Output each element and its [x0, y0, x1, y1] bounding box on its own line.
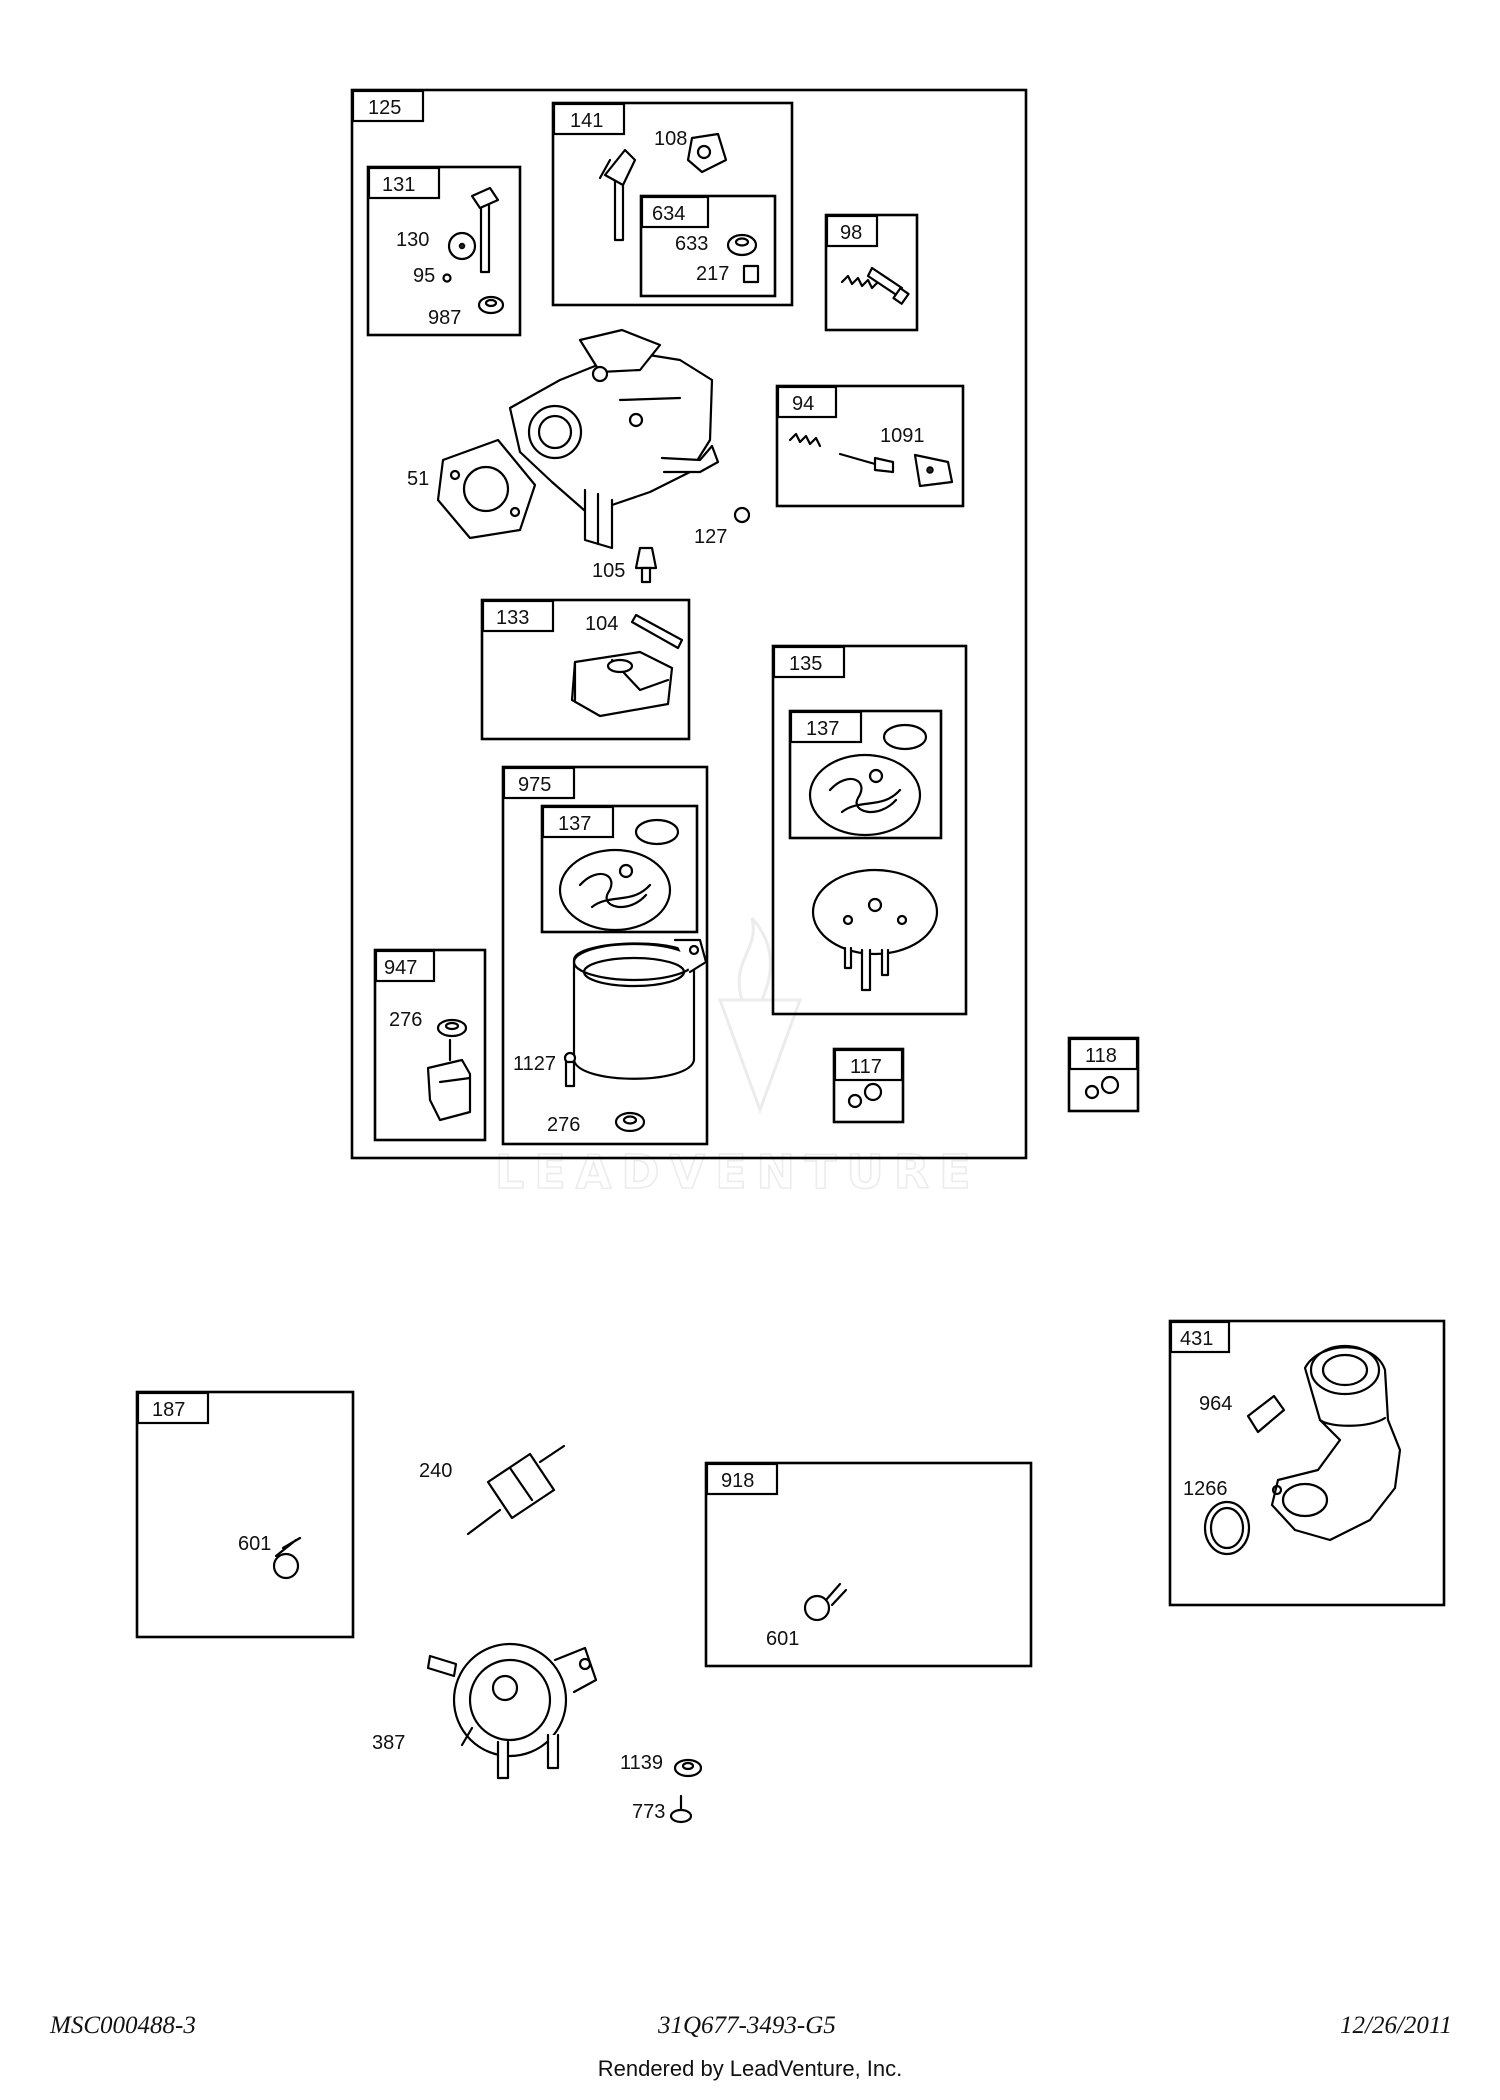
rendered-by-credit: Rendered by LeadVenture, Inc. — [597, 2056, 903, 2081]
intake-elbow — [1270, 1344, 1402, 1542]
document-date: 12/26/2011 — [1340, 2012, 1453, 2039]
box-number: 98 — [840, 222, 862, 244]
box-number: 118 — [1085, 1045, 1117, 1067]
part-callout: 276 — [547, 1114, 580, 1136]
part-callout: 108 — [654, 128, 687, 150]
box-94-tab: 94 — [776, 385, 838, 419]
mixture-needle-group — [788, 432, 954, 488]
fuel-line-187 — [150, 1434, 302, 1581]
idle-screw-spring — [840, 266, 910, 305]
part-callouts: 130 95 987 108 633 217 1091 51 105 127 1… — [238, 128, 1232, 1823]
bowl-gasket-b — [558, 818, 680, 932]
part-callout: 601 — [766, 1628, 799, 1650]
box-975-tab: 975 — [502, 766, 576, 800]
float-bowl — [572, 938, 708, 1080]
box-number: 135 — [789, 653, 822, 675]
bowl-gasket-a — [808, 723, 928, 837]
box-634-tab: 634 — [640, 195, 710, 229]
box-431-tab: 431 — [1169, 1320, 1231, 1354]
part-callout: 601 — [238, 1533, 271, 1555]
main-jet — [634, 546, 658, 584]
box-number: 975 — [518, 774, 551, 796]
box-137a-tab: 137 — [789, 710, 863, 744]
part-callout: 633 — [675, 233, 708, 255]
intake-o-ring — [1203, 1500, 1251, 1556]
box-135-tab: 135 — [772, 645, 846, 679]
part-callout: 240 — [419, 1460, 452, 1482]
part-callout: 127 — [694, 526, 727, 548]
box-number: 947 — [384, 957, 417, 979]
part-callout: 964 — [1199, 1393, 1232, 1415]
part-callout: 1266 — [1183, 1478, 1228, 1500]
part-callout: 1139 — [620, 1752, 663, 1774]
box-187-tab: 187 — [136, 1391, 210, 1425]
box-118-tab: 118 — [1068, 1037, 1139, 1071]
choke-shaft-group — [442, 186, 505, 315]
carburetor-gasket — [436, 438, 537, 540]
part-callout: 104 — [585, 613, 618, 635]
part-callout: 1127 — [513, 1053, 556, 1075]
part-illustrations — [150, 132, 1402, 1824]
box-98-tab: 98 — [825, 214, 879, 248]
box-number: 131 — [382, 174, 415, 196]
fuel-solenoid — [426, 1018, 472, 1122]
box-number: 918 — [721, 1470, 754, 1492]
box-117-tab: 117 — [833, 1048, 904, 1082]
part-callout: 773 — [632, 1801, 665, 1823]
hardware-117 — [847, 1082, 883, 1109]
box-number-tabs: 125 131 141 634 98 94 133 135 137 975 13… — [136, 89, 1231, 1496]
hardware-118 — [1084, 1075, 1120, 1100]
box-number: 125 — [368, 97, 401, 119]
part-callout: 987 — [428, 307, 461, 329]
part-callout: 1091 — [880, 425, 925, 447]
box-number: 141 — [570, 110, 603, 132]
fuel-filter — [466, 1444, 566, 1536]
box-number: 431 — [1180, 1328, 1213, 1350]
throttle-shaft-group — [598, 132, 760, 284]
bowl-washer — [614, 1111, 646, 1133]
box-number: 94 — [792, 393, 814, 415]
bowl-screw — [563, 1051, 577, 1088]
box-number: 133 — [496, 607, 529, 629]
part-callout: 51 — [407, 468, 429, 490]
intake-sleeve — [1246, 1394, 1286, 1434]
box-frames — [135, 88, 1446, 1668]
part-callout: 387 — [372, 1732, 405, 1754]
float-bowl-plate — [811, 868, 939, 992]
part-callout: 95 — [413, 265, 435, 287]
part-callout: 130 — [396, 229, 429, 251]
carburetor-body — [508, 328, 720, 550]
model-number: 31Q677-3493-G5 — [658, 2012, 836, 2039]
box-125-tab: 125 — [351, 89, 425, 123]
box-number: 187 — [152, 1399, 185, 1421]
watermark-text: LEADVENTURE — [495, 1145, 981, 1199]
box-number: 137 — [558, 813, 591, 835]
pump-valve — [669, 1794, 693, 1824]
box-131-tab: 131 — [367, 166, 441, 200]
pump-washer — [673, 1758, 703, 1778]
float-assembly — [570, 613, 684, 718]
watermark: LEADVENTURE — [494, 917, 981, 1200]
box-137b-tab: 137 — [541, 805, 615, 839]
box-number: 117 — [850, 1056, 882, 1078]
small-seal — [733, 506, 751, 524]
part-callout: 276 — [389, 1009, 422, 1031]
fuel-pump — [426, 1642, 598, 1780]
box-number: 634 — [652, 203, 685, 225]
fuel-line-918 — [760, 1517, 1000, 1622]
box-918-tab: 918 — [705, 1462, 779, 1496]
box-947-tab: 947 — [374, 949, 436, 983]
document-code: MSC000488-3 — [50, 2012, 196, 2039]
box-141-tab: 141 — [552, 102, 626, 136]
part-callout: 217 — [696, 263, 729, 285]
box-133-tab: 133 — [481, 599, 555, 633]
part-callout: 105 — [592, 560, 625, 582]
box-number: 137 — [806, 718, 839, 740]
